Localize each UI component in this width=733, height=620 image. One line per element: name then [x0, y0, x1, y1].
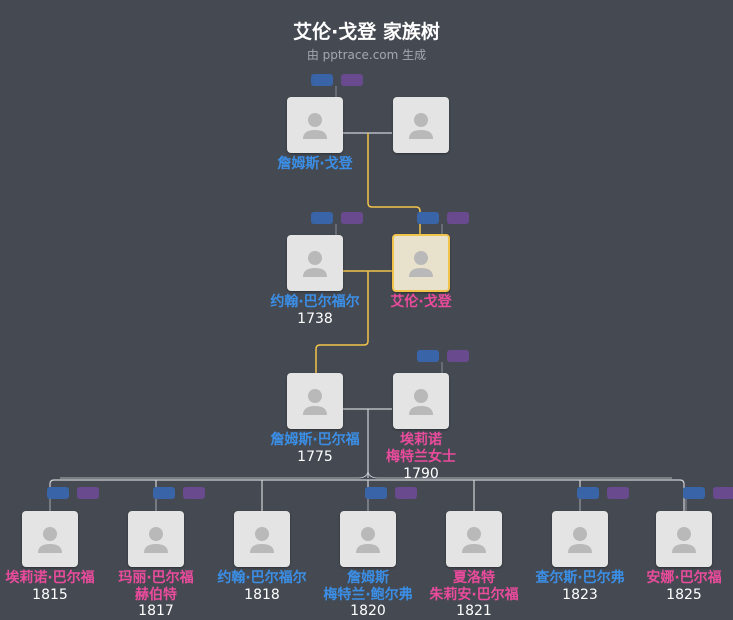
- avatar-icon: [462, 527, 486, 553]
- father-tag-button[interactable]: [417, 212, 439, 224]
- person-card-child[interactable]: [656, 511, 712, 567]
- person-name: 梅特兰·鲍尔弗: [323, 587, 413, 603]
- person-birth-year: 1790: [403, 466, 439, 482]
- father-tag-button[interactable]: [153, 487, 175, 499]
- person-birth-year: 1815: [32, 587, 68, 603]
- person-name: 玛丽·巴尔福: [118, 570, 194, 586]
- father-tag-button[interactable]: [311, 212, 333, 224]
- person-birth-year: 1820: [350, 603, 386, 619]
- person-name: 詹姆斯: [347, 570, 389, 586]
- avatar-icon: [568, 527, 592, 553]
- person-name: 夏洛特: [453, 570, 495, 586]
- person-card-allen-gordon[interactable]: [392, 234, 450, 292]
- person-birth-year: 1738: [297, 311, 333, 327]
- person-card-elinor[interactable]: [393, 373, 449, 429]
- person-card-child[interactable]: [128, 511, 184, 567]
- mother-tag-button[interactable]: [447, 212, 469, 224]
- mother-tag-button[interactable]: [341, 74, 363, 86]
- mother-tag-button[interactable]: [713, 487, 733, 499]
- person-name: 赫伯特: [135, 587, 177, 603]
- mother-tag-button[interactable]: [77, 487, 99, 499]
- person-card-child[interactable]: [446, 511, 502, 567]
- father-tag-button[interactable]: [311, 74, 333, 86]
- avatar-icon: [38, 527, 62, 553]
- avatar-icon: [303, 389, 327, 415]
- avatar-icon: [356, 527, 380, 553]
- father-tag-button[interactable]: [417, 350, 439, 362]
- avatar-icon: [672, 527, 696, 553]
- avatar-icon: [303, 251, 327, 277]
- person-name: 詹姆斯·戈登: [277, 156, 353, 172]
- person-birth-year: 1817: [138, 603, 174, 619]
- person-name: 查尔斯·巴尔弗: [535, 570, 625, 586]
- avatar-icon: [409, 113, 433, 139]
- father-tag-button[interactable]: [577, 487, 599, 499]
- person-card-james-balfour[interactable]: [287, 373, 343, 429]
- person-card-child[interactable]: [552, 511, 608, 567]
- mother-tag-button[interactable]: [183, 487, 205, 499]
- person-card-child[interactable]: [234, 511, 290, 567]
- page-subtitle: 由 pptrace.com 生成: [306, 48, 427, 62]
- avatar-icon: [303, 113, 327, 139]
- person-name: 詹姆斯·巴尔福: [270, 432, 360, 448]
- person-birth-year: 1775: [297, 449, 333, 465]
- person-name: 埃莉诺·巴尔福: [5, 570, 95, 586]
- person-name: 安娜·巴尔福: [646, 570, 722, 586]
- person-name: 埃莉诺: [400, 432, 442, 448]
- person-birth-year: 1821: [456, 603, 492, 619]
- person-birth-year: 1818: [244, 587, 280, 603]
- person-birth-year: 1823: [562, 587, 598, 603]
- person-name: 约翰·巴尔福尔: [217, 570, 307, 586]
- mother-tag-button[interactable]: [341, 212, 363, 224]
- mother-tag-button[interactable]: [395, 487, 417, 499]
- person-card-john-balfour[interactable]: [287, 235, 343, 291]
- mother-tag-button[interactable]: [607, 487, 629, 499]
- person-name: 艾伦·戈登: [390, 294, 452, 310]
- person-name: 约翰·巴尔福尔: [270, 294, 360, 310]
- person-name: 朱莉安·巴尔福: [429, 587, 519, 603]
- avatar-icon: [144, 527, 168, 553]
- father-tag-button[interactable]: [365, 487, 387, 499]
- person-card-child[interactable]: [22, 511, 78, 567]
- person-card-spouse[interactable]: [393, 97, 449, 153]
- person-name: 梅特兰女士: [386, 449, 456, 465]
- avatar-icon: [409, 251, 433, 277]
- person-card-child[interactable]: [340, 511, 396, 567]
- mother-tag-button[interactable]: [447, 350, 469, 362]
- avatar-icon: [409, 389, 433, 415]
- avatar-icon: [250, 527, 274, 553]
- person-card-james-gordon[interactable]: [287, 97, 343, 153]
- person-birth-year: 1825: [666, 587, 702, 603]
- page-title: 艾伦·戈登 家族树: [293, 21, 440, 43]
- father-tag-button[interactable]: [683, 487, 705, 499]
- father-tag-button[interactable]: [47, 487, 69, 499]
